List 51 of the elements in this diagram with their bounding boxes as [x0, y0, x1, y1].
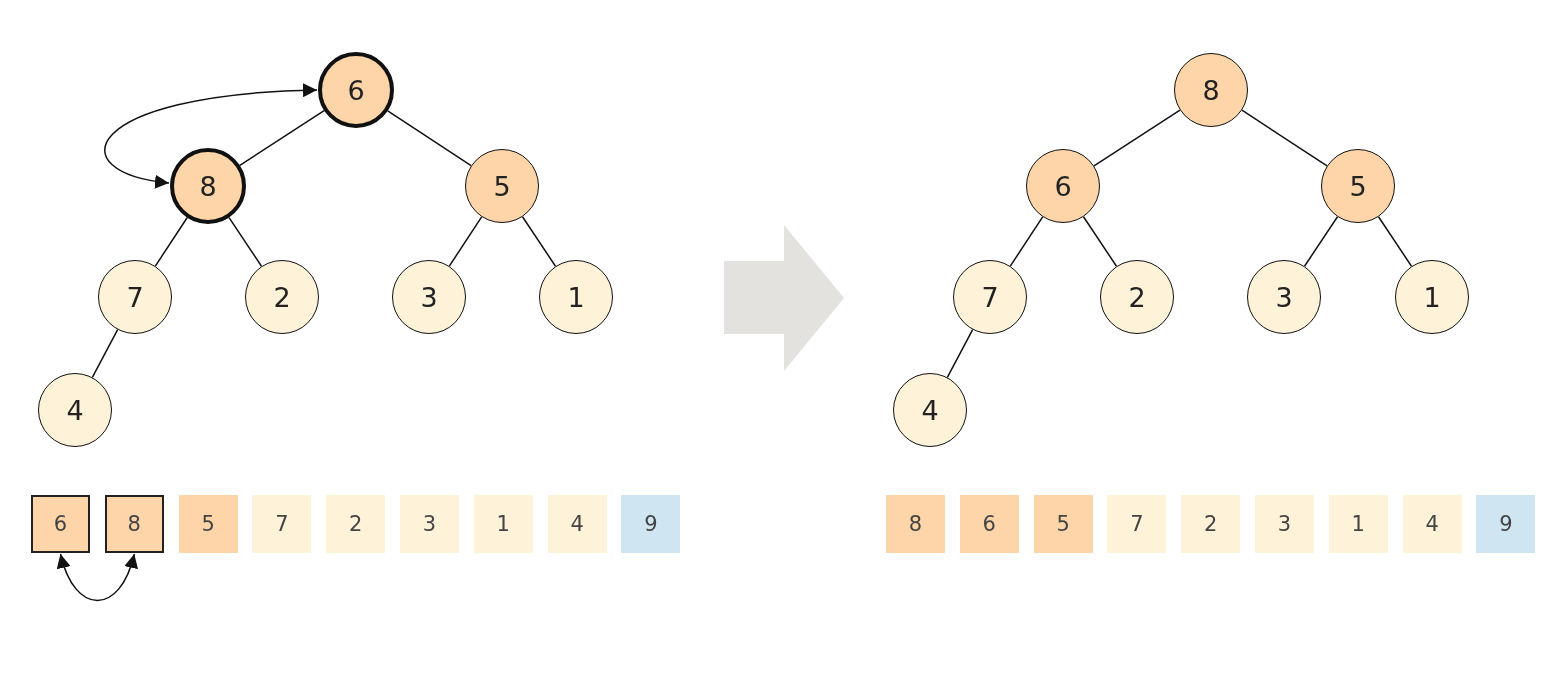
array-cell: 3: [400, 495, 459, 553]
swap-arrow: [104, 83, 318, 188]
tree-edge: [387, 110, 472, 167]
tree-edge: [154, 217, 188, 267]
tree-edge: [448, 216, 483, 267]
tree-node: 1: [1395, 260, 1469, 334]
tree-node: 2: [1100, 260, 1174, 334]
tree-node: 7: [98, 260, 172, 334]
tree-node: 2: [245, 260, 319, 334]
transition-arrow: [724, 225, 844, 371]
array-cell: 5: [178, 495, 238, 553]
array-cell: 4: [1402, 495, 1462, 553]
array-cell: 5: [1033, 495, 1093, 553]
tree-node: 7: [953, 260, 1027, 334]
tree-edge: [239, 109, 325, 167]
tree-edge: [228, 216, 263, 267]
swap-arrow: [57, 553, 138, 602]
tree-node: 1: [539, 260, 613, 334]
array-cell: 9: [621, 495, 681, 553]
array-cell: 3: [1255, 495, 1314, 553]
tree-node: 8: [1174, 53, 1248, 127]
tree-edge: [91, 328, 119, 379]
array-cell: 7: [252, 495, 312, 553]
tree-edge: [1241, 109, 1328, 167]
array-cell: 8: [104, 495, 164, 553]
tree-node: 4: [38, 373, 112, 447]
tree-node: 3: [392, 260, 466, 334]
tree-edge: [1082, 216, 1118, 267]
array-cell: 1: [1328, 495, 1388, 553]
tree-edge: [1377, 216, 1413, 267]
array-cell: 2: [1181, 495, 1241, 553]
tree-node: 4: [893, 373, 967, 447]
array-cell: 4: [547, 495, 607, 553]
array-cell: 7: [1107, 495, 1167, 553]
array-cell: 6: [959, 495, 1019, 553]
array-cell: 8: [886, 495, 945, 553]
tree-node: 5: [1321, 149, 1395, 223]
array-cell: 9: [1476, 495, 1536, 553]
array-cell: 1: [473, 495, 533, 553]
tree-node: 6: [1026, 149, 1100, 223]
tree-node: 5: [465, 149, 539, 223]
tree-edge: [1093, 109, 1181, 167]
tree-node: 3: [1247, 260, 1321, 334]
tree-node: 6: [318, 52, 394, 128]
tree-edge: [521, 216, 557, 267]
tree-edge: [946, 328, 974, 379]
tree-edge: [1009, 216, 1044, 267]
array-cell: 2: [326, 495, 386, 553]
tree-node: 8: [170, 148, 246, 224]
tree-edge: [1303, 216, 1339, 267]
array-cell: 6: [31, 495, 90, 553]
